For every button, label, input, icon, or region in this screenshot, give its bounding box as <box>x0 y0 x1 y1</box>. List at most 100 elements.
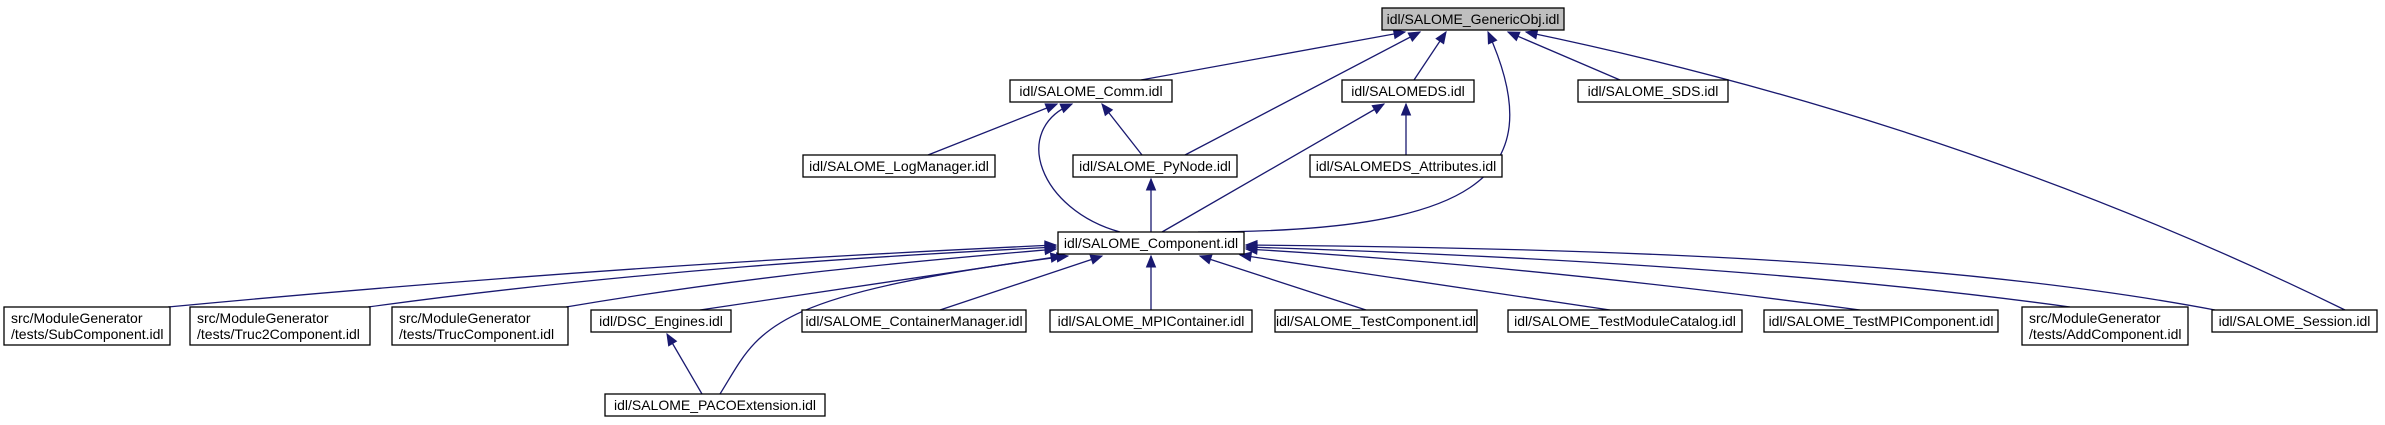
arrowhead-icon <box>1198 254 1213 265</box>
node-box[interactable] <box>189 306 371 346</box>
edge-testcomponent-to-component <box>1198 254 1367 311</box>
node-truc[interactable]: src/ModuleGenerator/tests/TrucComponent.… <box>391 306 569 346</box>
node-sds[interactable]: idl/SALOME_SDS.idl <box>1577 79 1729 103</box>
node-label: idl/SALOME_Session.idl <box>2219 313 2371 329</box>
edge-pynode-to-generic <box>1184 31 1422 156</box>
node-dsc[interactable]: idl/DSC_Engines.idl <box>590 309 732 333</box>
node-addcomponent[interactable]: src/ModuleGenerator/tests/AddComponent.i… <box>2021 306 2189 346</box>
node-testcomponent[interactable]: idl/SALOME_TestComponent.idl <box>1274 309 1478 333</box>
arrowhead-icon <box>1506 31 1521 42</box>
node-subcomponent[interactable]: src/ModuleGenerator/tests/SubComponent.i… <box>3 306 171 346</box>
node-box[interactable] <box>2211 309 2378 333</box>
node-box[interactable] <box>801 309 1027 333</box>
node-attributes[interactable]: idl/SALOMEDS_Attributes.idl <box>1309 154 1503 178</box>
node-generic[interactable]: idl/SALOME_GenericObj.idl <box>1381 7 1565 31</box>
node-label: idl/SALOME_LogManager.idl <box>809 158 989 174</box>
node-container[interactable]: idl/SALOME_ContainerManager.idl <box>801 309 1027 333</box>
node-box[interactable] <box>1577 79 1729 103</box>
node-box[interactable] <box>1072 154 1238 178</box>
edge-salomeds-to-generic <box>1413 30 1447 81</box>
node-comm[interactable]: idl/SALOME_Comm.idl <box>1009 79 1173 103</box>
node-pynode[interactable]: idl/SALOME_PyNode.idl <box>1072 154 1238 178</box>
arrowhead-icon <box>1089 254 1104 265</box>
node-box[interactable] <box>391 306 569 346</box>
node-label: idl/DSC_Engines.idl <box>599 313 723 329</box>
node-box[interactable] <box>590 309 732 333</box>
node-label: /tests/TrucComponent.idl <box>399 326 554 342</box>
node-box[interactable] <box>802 154 996 178</box>
arrowhead-icon <box>1145 254 1157 268</box>
edge-mpicontainer-to-component <box>1145 254 1157 310</box>
node-label: idl/SALOME_Comm.idl <box>1019 83 1162 99</box>
node-box[interactable] <box>1507 309 1743 333</box>
node-label: idl/SALOME_MPIContainer.idl <box>1058 313 1245 329</box>
node-label: idl/SALOME_TestModuleCatalog.idl <box>1514 313 1736 329</box>
arrowhead-icon <box>1059 103 1074 114</box>
node-box[interactable] <box>3 306 171 346</box>
node-label: idl/SALOMEDS.idl <box>1351 83 1465 99</box>
node-box[interactable] <box>1009 79 1173 103</box>
node-session[interactable]: idl/SALOME_Session.idl <box>2211 309 2378 333</box>
edge-component-to-comm <box>1038 103 1121 233</box>
arrowhead-icon <box>1487 30 1498 45</box>
node-box[interactable] <box>1049 309 1253 333</box>
arrowhead-icon <box>1400 102 1412 116</box>
node-label: /tests/AddComponent.idl <box>2029 326 2182 342</box>
arrowhead-icon <box>1044 244 1058 256</box>
node-salomeds[interactable]: idl/SALOMEDS.idl <box>1341 79 1475 103</box>
node-box[interactable] <box>2021 306 2189 346</box>
node-label: /tests/SubComponent.idl <box>11 326 164 342</box>
node-box[interactable] <box>1341 79 1475 103</box>
edge-subcomponent-to-component <box>167 240 1058 308</box>
node-label: src/ModuleGenerator <box>2029 310 2161 326</box>
arrowhead-icon <box>1392 28 1407 40</box>
node-box[interactable] <box>1763 309 1999 333</box>
edge-truc2-to-component <box>367 242 1058 308</box>
node-label: idl/SALOME_TestComponent.idl <box>1276 313 1476 329</box>
node-label: idl/SALOME_TestMPIComponent.idl <box>1769 313 1994 329</box>
node-mpicontainer[interactable]: idl/SALOME_MPIContainer.idl <box>1049 309 1253 333</box>
nodes-layer: idl/SALOME_GenericObj.idl idl/SALOME_Comm… <box>3 7 2378 417</box>
node-label: src/ModuleGenerator <box>399 310 531 326</box>
node-label: idl/SALOMEDS_Attributes.idl <box>1316 158 1497 174</box>
edge-addcomponent-to-component <box>1244 242 2071 308</box>
edge-container-to-component <box>939 254 1104 311</box>
node-component[interactable]: idl/SALOME_Component.idl <box>1057 231 1245 255</box>
node-label: idl/SALOME_SDS.idl <box>1588 83 1719 99</box>
node-label: idl/SALOME_GenericObj.idl <box>1387 11 1560 27</box>
arrowhead-icon <box>1435 30 1447 45</box>
arrowhead-icon <box>1371 103 1386 115</box>
arrowhead-icon <box>1407 31 1422 42</box>
node-box[interactable] <box>1057 231 1245 255</box>
edge-component-to-salomeds <box>1161 103 1386 233</box>
edge-sds-to-generic <box>1506 31 1621 81</box>
arrowhead-icon <box>1244 239 1258 251</box>
node-paco[interactable]: idl/SALOME_PACOExtension.idl <box>604 393 826 417</box>
arrowhead-icon <box>1044 103 1059 114</box>
edge-testmodulecatalog-to-component <box>1238 251 1611 311</box>
node-label: idl/SALOME_PyNode.idl <box>1079 158 1231 174</box>
node-logmanager[interactable]: idl/SALOME_LogManager.idl <box>802 154 996 178</box>
node-box[interactable] <box>1274 309 1478 333</box>
node-label: idl/SALOME_PACOExtension.idl <box>614 397 816 413</box>
node-label: src/ModuleGenerator <box>11 310 143 326</box>
node-label: idl/SALOME_Component.idl <box>1064 235 1238 251</box>
node-testmodulecatalog[interactable]: idl/SALOME_TestModuleCatalog.idl <box>1507 309 1743 333</box>
arrowhead-icon <box>1101 102 1114 117</box>
edge-logmanager-to-comm <box>927 103 1059 156</box>
node-box[interactable] <box>1309 154 1503 178</box>
edge-comm-to-generic <box>1140 28 1407 81</box>
node-label: idl/SALOME_ContainerManager.idl <box>805 313 1022 329</box>
edge-session-to-component <box>1244 239 2216 311</box>
node-box[interactable] <box>1381 7 1565 31</box>
node-box[interactable] <box>604 393 826 417</box>
edge-truc-to-component <box>565 244 1058 308</box>
edge-session-to-generic <box>1524 29 2346 311</box>
node-label: src/ModuleGenerator <box>197 310 329 326</box>
node-testmpicomponent[interactable]: idl/SALOME_TestMPIComponent.idl <box>1763 309 1999 333</box>
node-truc2[interactable]: src/ModuleGenerator/tests/Truc2Component… <box>189 306 371 346</box>
arrowhead-icon <box>1145 177 1157 191</box>
arrowhead-icon <box>666 332 678 347</box>
arrowhead-icon <box>1524 29 1539 40</box>
